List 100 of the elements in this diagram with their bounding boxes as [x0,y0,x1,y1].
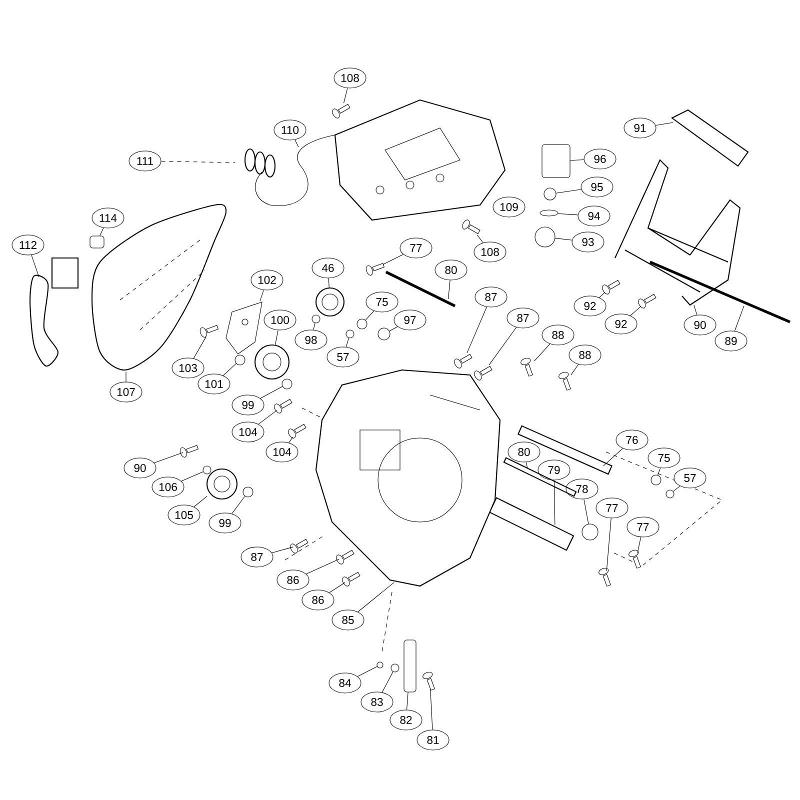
leader-line [328,278,330,288]
callout-number: 96 [584,148,616,170]
callout-number: 103 [172,358,204,378]
washer [234,354,246,366]
leader-line [658,468,661,476]
leader-line [570,159,584,161]
callout-number: 93 [572,232,604,252]
leader-line [313,322,316,330]
leader-line [673,486,680,492]
callout-number: 99 [232,394,264,416]
leader-line [488,327,517,366]
leader-line [294,140,299,148]
screw [180,445,199,458]
leader-line [365,310,374,320]
leader-line [357,666,378,677]
leader-line [100,228,104,236]
screw [462,220,480,234]
screw [520,358,533,377]
leader-line [655,122,674,126]
bushing [534,226,556,248]
leader-line [382,254,404,265]
leader-line [329,582,346,593]
leader-line [558,213,578,216]
callout-number: 101 [198,374,230,394]
callout-number: 104 [266,442,298,462]
leader-line [274,330,278,346]
leader-line [306,558,340,574]
leader-line [406,692,408,710]
bracket [404,640,416,692]
leader-line [430,688,433,730]
leader-line [637,536,642,554]
leader-line [161,161,236,163]
ring [540,210,558,216]
stand-frame [614,159,741,306]
leader-line [630,306,642,316]
callout-number: 81 [416,730,450,750]
callout-number: 75 [648,448,680,468]
side-plate [91,204,227,371]
leader-line [554,480,556,525]
callout-number: 57 [326,346,360,368]
callout-number: 95 [580,176,614,198]
leader-line [181,471,204,482]
gear [254,344,290,380]
washer [376,662,384,668]
washer [312,314,320,324]
leader-line [232,496,246,514]
leader-line [476,234,484,243]
washer [390,664,400,672]
leader-line [570,364,579,376]
callout-number: 79 [538,460,570,480]
callout-number: 46 [312,258,344,278]
callout-number: 85 [332,610,364,630]
callout-number: 83 [360,692,394,712]
washer [282,378,292,390]
screw [558,372,571,391]
callout-number: 86 [276,570,310,590]
callout-number: 86 [302,590,334,610]
leader-line [534,344,550,362]
gear [315,287,345,317]
callout-number: 94 [578,206,610,226]
leader-line [288,436,294,443]
callout-number: 84 [328,672,362,694]
callout-number: 80 [434,260,468,280]
leader-line [260,386,283,399]
leader-line [526,462,528,468]
washer [650,474,662,486]
leader-line [382,672,394,693]
callout-number: 100 [264,310,296,330]
washer [356,318,368,330]
screw [366,263,385,276]
callout-number: 112 [12,234,44,256]
handle [29,257,79,367]
callout-number: 110 [274,120,306,140]
callout-number: 80 [508,442,540,462]
leader-line [466,306,488,354]
leader-line [31,254,40,278]
callout-number: 75 [366,292,398,312]
bearing [582,524,598,540]
leader-line [154,452,184,464]
callout-number: 99 [208,512,242,534]
callout-number: 77 [626,516,660,538]
screw [422,672,435,691]
callout-number: 90 [684,314,716,336]
leader-line [260,290,264,302]
callout-number: 106 [152,476,184,498]
leader-line [389,326,398,332]
leader-line [346,338,350,348]
screw [628,550,641,569]
leader-line [258,410,278,424]
leader-line [556,189,582,194]
leader-line [603,448,623,466]
leader-line [694,304,698,316]
callout-number: 87 [240,546,274,568]
washer [378,328,390,340]
washer [346,330,354,338]
callout-number: 76 [616,430,648,450]
callout-number: 105 [168,504,200,526]
washer [666,490,674,498]
callout-number: 109 [492,196,526,218]
callout-number: 92 [574,296,606,316]
